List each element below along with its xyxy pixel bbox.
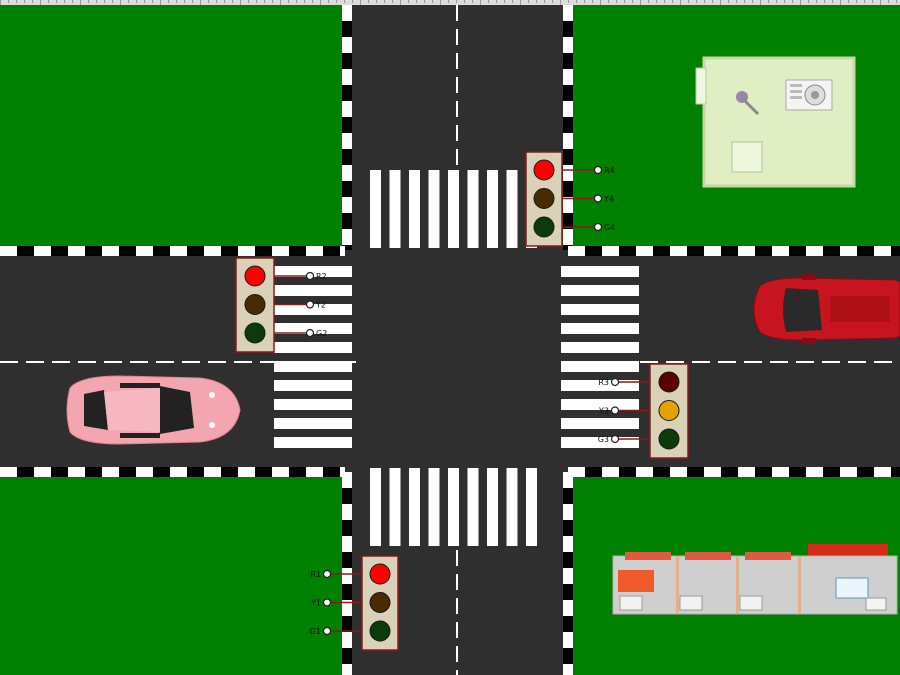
yellow-lamp — [533, 188, 555, 209]
grass-sw — [0, 472, 345, 675]
pin-connector[interactable] — [305, 300, 315, 309]
pin-label: Y4 — [603, 195, 614, 204]
pin-connector[interactable] — [593, 194, 603, 203]
red-lamp — [658, 371, 680, 393]
top-ruler — [0, 0, 900, 5]
curb-borders — [0, 5, 900, 675]
house-rooftop — [695, 56, 856, 188]
green-lamp — [244, 322, 266, 344]
pin-label: G2 — [316, 329, 327, 338]
pin-label: Y2 — [315, 301, 326, 310]
pin-connector[interactable] — [610, 377, 620, 387]
pin-label: Y1 — [310, 599, 321, 608]
pink-sports-car — [66, 375, 241, 445]
crosswalks — [274, 170, 639, 546]
pin-label: R3 — [598, 378, 609, 387]
red-lamp — [369, 563, 391, 585]
pin-label: Y3 — [598, 407, 609, 416]
shop-row-rooftop — [612, 544, 898, 615]
pin-label: R1 — [310, 570, 321, 579]
pin-connector[interactable] — [322, 626, 332, 636]
green-lamp — [533, 216, 555, 238]
pin-connector[interactable] — [610, 434, 620, 444]
pin-connector[interactable] — [610, 406, 620, 415]
pin-label: G1 — [310, 627, 321, 636]
roof-hatch — [731, 141, 763, 173]
pin-connector[interactable] — [305, 271, 315, 281]
grass-nw — [0, 0, 345, 250]
yellow-lamp — [369, 592, 391, 613]
pin-label: R4 — [604, 166, 615, 175]
pin-connector[interactable] — [593, 165, 603, 175]
pin-label: G3 — [598, 435, 609, 444]
red-lamp — [244, 265, 266, 287]
rooftop-sign — [618, 570, 654, 592]
pin-connector[interactable] — [593, 222, 603, 232]
yellow-lamp — [244, 294, 266, 315]
green-lamp — [369, 620, 391, 642]
pin-label: R2 — [316, 272, 327, 281]
yellow-lamp — [658, 400, 680, 421]
green-lamp — [658, 428, 680, 450]
pin-connector[interactable] — [322, 598, 332, 607]
pin-label: G4 — [604, 223, 615, 232]
red-lamp — [533, 159, 555, 181]
top-ruler-ticks — [0, 0, 897, 5]
red-hatchback — [753, 274, 900, 344]
pin-connector[interactable] — [322, 569, 332, 579]
pin-connector[interactable] — [305, 328, 315, 338]
